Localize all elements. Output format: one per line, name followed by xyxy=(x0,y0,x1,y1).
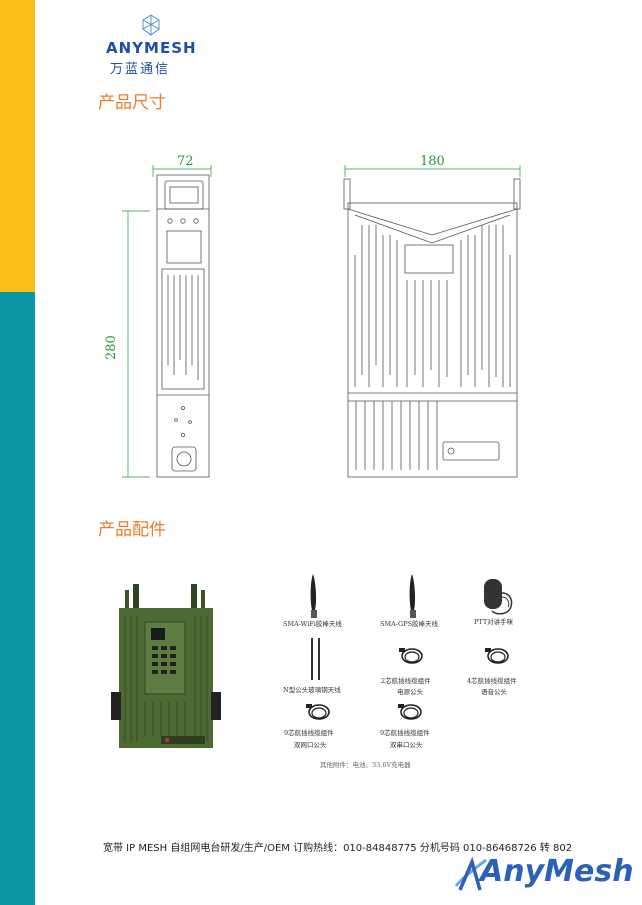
accessory-label-1: SMA-GPS胶棒天线 xyxy=(380,620,439,628)
accessory-sublabel-5: 语音公头 xyxy=(481,688,507,696)
accessory-label-7: 9芯航插线缆组件 xyxy=(380,729,430,737)
footer-hotline: 宽带 IP MESH 自组网电台研发/生产/OEM 订购热线：010-84848… xyxy=(103,843,573,854)
front-view-drawing xyxy=(343,165,521,478)
accessory-label-5: 4芯航插线缆组件 xyxy=(467,677,517,685)
fiberglass-antenna-icon xyxy=(311,638,320,680)
logo-text-cn: 万蓝通信 xyxy=(110,62,171,77)
dim-width-side: 72 xyxy=(177,154,194,169)
accessory-sublabel-6: 双网口公头 xyxy=(294,741,327,749)
anymesh-logo: ANYMESH 万蓝通信 xyxy=(102,14,202,77)
dual-serial-cable-icon xyxy=(398,704,422,720)
dim-width-front: 180 xyxy=(420,154,445,169)
logo-text-en: ANYMESH xyxy=(106,39,197,57)
brand-swoosh-icon xyxy=(454,856,487,891)
gps-antenna-icon xyxy=(409,574,416,618)
accessory-sublabel-4: 电源公头 xyxy=(397,688,423,696)
accessories-section-title: 产品配件 xyxy=(98,520,166,540)
power-cable-icon xyxy=(399,648,423,664)
brand-name: AnyMesh xyxy=(480,854,634,889)
accessory-note: 其他附件：电池、33.6V充电器 xyxy=(320,761,411,769)
anymesh-brand-logo: AnyMesh xyxy=(454,852,634,896)
ptt-mic-icon xyxy=(484,579,513,615)
logo-mark-icon xyxy=(142,14,160,36)
accessory-label-6: 9芯航插线缆组件 xyxy=(284,729,334,737)
accessory-label-3: N型公头玻璃钢天线 xyxy=(283,686,341,694)
accessory-label-2: PTT对讲手咪 xyxy=(474,618,514,626)
size-section-title: 产品尺寸 xyxy=(98,93,166,113)
accessory-label-4: 2芯航插线缆组件 xyxy=(381,677,431,685)
left-teal-bar xyxy=(0,292,35,905)
radio-device-image xyxy=(111,584,221,748)
left-yellow-bar xyxy=(0,0,35,292)
voice-cable-icon xyxy=(485,648,509,664)
side-view-drawing xyxy=(122,165,212,478)
accessory-label-0: SMA-WiFi胶棒天线 xyxy=(283,620,342,628)
accessory-sublabel-7: 双串口公头 xyxy=(390,741,423,749)
dual-network-cable-icon xyxy=(306,704,330,720)
wifi-antenna-icon xyxy=(310,574,317,618)
